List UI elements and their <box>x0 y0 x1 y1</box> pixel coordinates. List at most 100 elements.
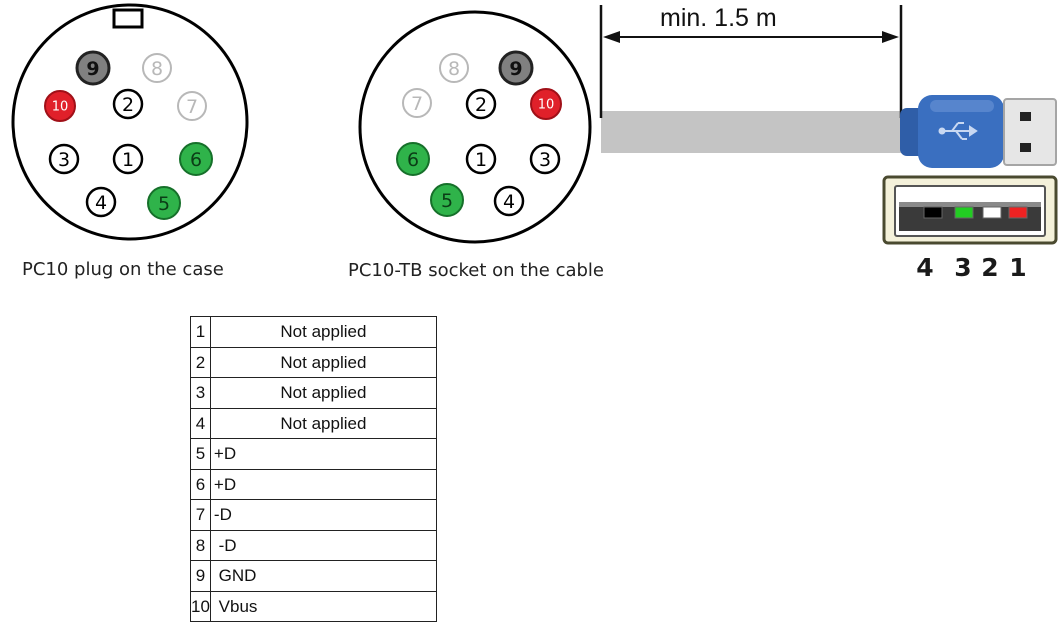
socket-pin-4: 4 <box>493 185 525 217</box>
plug-pin-2-circle <box>112 88 144 120</box>
pin-signal-cell: +D <box>209 438 437 470</box>
socket-pin-2-label: 2 <box>475 94 487 116</box>
plug-pin-5-label: 5 <box>158 193 170 215</box>
socket-pin-9-circle <box>498 50 534 86</box>
usb-tongue-lip <box>899 202 1041 207</box>
plug-pin-7-circle <box>177 91 207 121</box>
pin-number-cell: 8 <box>190 529 211 561</box>
pin-signal-cell: Not applied <box>209 346 437 378</box>
usb-plug <box>900 95 1057 168</box>
usb-contact-1 <box>1008 206 1028 219</box>
dimension-arrow-left <box>603 31 620 43</box>
plug-caption: PC10 plug on the case <box>22 259 224 280</box>
socket-pins: 8 9 7 2 10 6 1 3 5 4 <box>396 50 562 217</box>
table-row: 9 GND <box>190 560 437 592</box>
plug-pin-1-circle <box>112 143 144 175</box>
usb-number-2: 2 <box>981 253 998 282</box>
length-dimension: min. 1.5 m <box>599 4 903 118</box>
socket-pin-5-circle <box>430 183 464 217</box>
pin-number-cell: 9 <box>190 560 211 592</box>
plug-pin-6-label: 6 <box>190 149 202 171</box>
socket-pin-2: 2 <box>465 88 497 120</box>
socket-pin-5: 5 <box>430 183 464 217</box>
pc10-tb-socket: 8 9 7 2 10 6 1 3 5 4 <box>358 10 592 244</box>
pin-signal-cell: +D <box>209 468 437 500</box>
table-row: 10 Vbus <box>190 590 437 622</box>
plug-pin-9-label: 9 <box>86 58 99 80</box>
socket-pin-10-label: 10 <box>538 98 555 113</box>
pin-signal-cell: -D <box>209 499 437 531</box>
table-row: 6+D <box>190 468 437 500</box>
socket-outline <box>358 10 592 244</box>
plug-pin-2-label: 2 <box>122 94 134 116</box>
socket-pin-1-label: 1 <box>475 149 487 171</box>
plug-pin-10-circle <box>44 90 76 122</box>
pin-number-cell: 10 <box>190 590 211 622</box>
dimension-label: min. 1.5 m <box>660 4 777 32</box>
pin-number-cell: 4 <box>190 407 211 439</box>
pin-number-cell: 7 <box>190 499 211 531</box>
plug-pin-8: 8 <box>142 53 172 83</box>
socket-pin-8-circle <box>439 53 469 83</box>
usb-contacts <box>923 206 1028 219</box>
dimension-arrow-right <box>882 31 899 43</box>
table-row: 8 -D <box>190 529 437 561</box>
socket-pin-7-circle <box>402 88 432 118</box>
socket-pin-4-circle <box>493 185 525 217</box>
plug-pin-3-circle <box>48 143 80 175</box>
usb-receptacle <box>882 175 1058 245</box>
socket-pin-6: 6 <box>396 142 430 176</box>
socket-pin-7: 7 <box>402 88 432 118</box>
plug-pin-8-label: 8 <box>151 58 163 80</box>
socket-pin-3-circle <box>529 143 561 175</box>
plug-pin-2: 2 <box>112 88 144 120</box>
usb-number-1: 1 <box>1009 253 1026 282</box>
plug-pin-1: 1 <box>112 143 144 175</box>
plug-pin-4-circle <box>85 186 117 218</box>
plug-pin-7-label: 7 <box>186 96 198 118</box>
pin-number-cell: 1 <box>190 316 211 348</box>
usb-number-4: 4 <box>916 253 933 282</box>
usb-contact-2 <box>982 206 1002 219</box>
table-row: 5+D <box>190 438 437 470</box>
socket-pin-10-circle <box>530 88 562 120</box>
pin-signal-cell: Not applied <box>209 407 437 439</box>
socket-pin-9: 9 <box>498 50 534 86</box>
cable <box>601 111 907 153</box>
pin-signal-cell: Vbus <box>209 590 437 622</box>
plug-pin-6: 6 <box>179 142 213 176</box>
pin-signal-cell: GND <box>209 560 437 592</box>
plug-pin-10: 10 <box>44 90 76 122</box>
pin-signal-cell: Not applied <box>209 377 437 409</box>
plug-pin-9: 9 <box>75 50 111 86</box>
table-row: 7-D <box>190 499 437 531</box>
usb-contact-4 <box>923 206 943 219</box>
plug-pin-6-circle <box>179 142 213 176</box>
socket-pin-7-label: 7 <box>411 93 423 115</box>
socket-pin-1: 1 <box>465 143 497 175</box>
socket-pin-3: 3 <box>529 143 561 175</box>
socket-pin-5-label: 5 <box>441 190 453 212</box>
socket-pin-4-label: 4 <box>503 191 515 213</box>
plug-pin-8-circle <box>142 53 172 83</box>
socket-pin-2-circle <box>465 88 497 120</box>
plug-pin-5: 5 <box>147 186 181 220</box>
plug-key-notch <box>112 8 144 29</box>
usb-icon <box>938 122 978 140</box>
socket-pin-3-label: 3 <box>539 149 551 171</box>
socket-pin-8-label: 8 <box>448 58 460 80</box>
socket-pin-8: 8 <box>439 53 469 83</box>
usb-shell-hole-bottom <box>1020 143 1031 152</box>
socket-pin-1-circle <box>465 143 497 175</box>
usb-metal-shell <box>1003 98 1057 166</box>
plug-pin-4: 4 <box>85 186 117 218</box>
pin-signal-cell: -D <box>209 529 437 561</box>
